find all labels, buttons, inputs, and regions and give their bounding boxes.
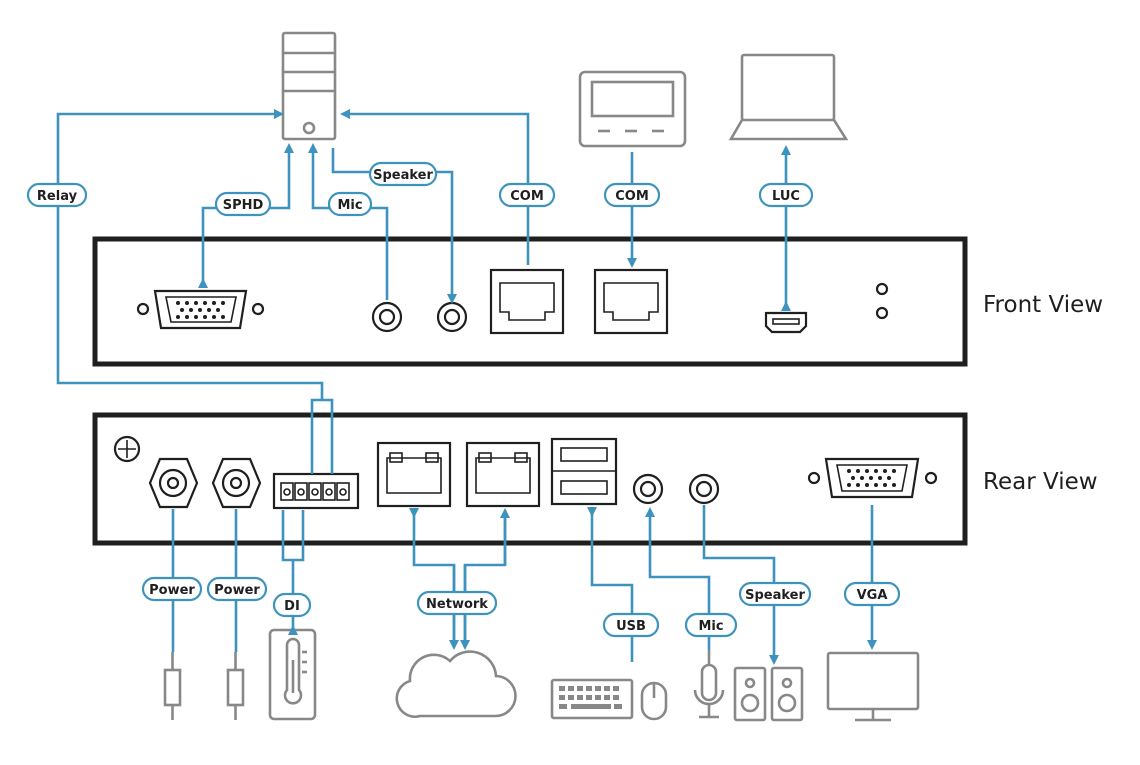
svg-text:USB: USB bbox=[616, 619, 646, 634]
power-plug-icon-2 bbox=[226, 652, 245, 720]
svg-text:Network: Network bbox=[426, 597, 488, 612]
front-view-label: Front View bbox=[983, 292, 1103, 318]
front-speaker-jack bbox=[436, 301, 468, 333]
label-mic-front: Mic bbox=[327, 191, 373, 217]
relay-cable bbox=[56, 114, 334, 474]
ground-screw-icon bbox=[113, 435, 141, 463]
svg-text:Power: Power bbox=[149, 583, 195, 598]
microphone-icon bbox=[693, 650, 725, 719]
label-usb: USB bbox=[602, 612, 660, 638]
rear-panel bbox=[92, 412, 968, 546]
label-speaker-rear: Speaker bbox=[738, 581, 812, 607]
label-luc: LUC bbox=[758, 182, 814, 208]
svg-text:SPHD: SPHD bbox=[223, 198, 264, 213]
label-network: Network bbox=[416, 590, 498, 616]
thermometer-sensor-icon bbox=[268, 628, 317, 721]
label-com-2: COM bbox=[603, 182, 661, 208]
front-panel bbox=[92, 236, 968, 367]
svg-text:DI: DI bbox=[284, 599, 300, 614]
label-vga: VGA bbox=[843, 581, 901, 607]
svg-text:VGA: VGA bbox=[857, 588, 888, 603]
label-com-1: COM bbox=[498, 182, 556, 208]
server-tower-icon bbox=[281, 31, 337, 141]
svg-text:COM: COM bbox=[615, 189, 649, 204]
label-power-1: Power bbox=[141, 576, 203, 602]
label-sphd: SPHD bbox=[214, 191, 272, 217]
rear-mic-jack bbox=[632, 473, 664, 505]
label-di: DI bbox=[272, 592, 312, 618]
power-plug-icon-1 bbox=[163, 652, 182, 720]
front-led-indicators bbox=[875, 282, 889, 320]
network-cable bbox=[414, 513, 507, 645]
rear-view-label: Rear View bbox=[983, 469, 1098, 495]
laptop-icon bbox=[728, 53, 849, 141]
rear-terminal-block bbox=[272, 472, 360, 510]
label-speaker-front: Speaker bbox=[368, 161, 438, 187]
svg-text:Mic: Mic bbox=[337, 198, 362, 213]
rear-speaker-jack bbox=[688, 473, 720, 505]
rear-power-port-1 bbox=[148, 457, 199, 509]
rear-lan-port-1 bbox=[376, 441, 452, 508]
mouse-icon bbox=[640, 681, 668, 721]
com-cable-1 bbox=[340, 109, 530, 265]
rear-usb-ports bbox=[550, 437, 618, 506]
front-vga-port bbox=[136, 289, 265, 330]
label-relay: Relay bbox=[26, 182, 88, 208]
svg-text:Mic: Mic bbox=[698, 619, 723, 634]
front-luc-port bbox=[764, 311, 808, 334]
label-mic-rear: Mic bbox=[684, 612, 738, 638]
monitor-icon bbox=[826, 651, 920, 722]
front-mic-jack bbox=[371, 301, 403, 333]
svg-text:Speaker: Speaker bbox=[373, 168, 433, 183]
label-power-2: Power bbox=[206, 576, 268, 602]
rear-vga-port bbox=[807, 457, 938, 499]
speakers-icon bbox=[733, 666, 804, 722]
svg-text:COM: COM bbox=[510, 189, 544, 204]
svg-text:Relay: Relay bbox=[37, 189, 78, 204]
svg-text:Power: Power bbox=[214, 583, 260, 598]
rear-lan-port-2 bbox=[465, 441, 541, 508]
serial-terminal-icon bbox=[578, 70, 687, 148]
front-com-port-2 bbox=[593, 268, 669, 335]
front-com-port-1 bbox=[489, 268, 565, 335]
keyboard-icon bbox=[550, 678, 634, 720]
rear-speaker-cable bbox=[702, 505, 779, 665]
rear-power-port-2 bbox=[211, 457, 262, 509]
svg-text:LUC: LUC bbox=[772, 189, 800, 204]
cloud-network-icon bbox=[395, 650, 517, 718]
usb-cable bbox=[587, 507, 634, 662]
svg-text:Speaker: Speaker bbox=[745, 588, 805, 603]
